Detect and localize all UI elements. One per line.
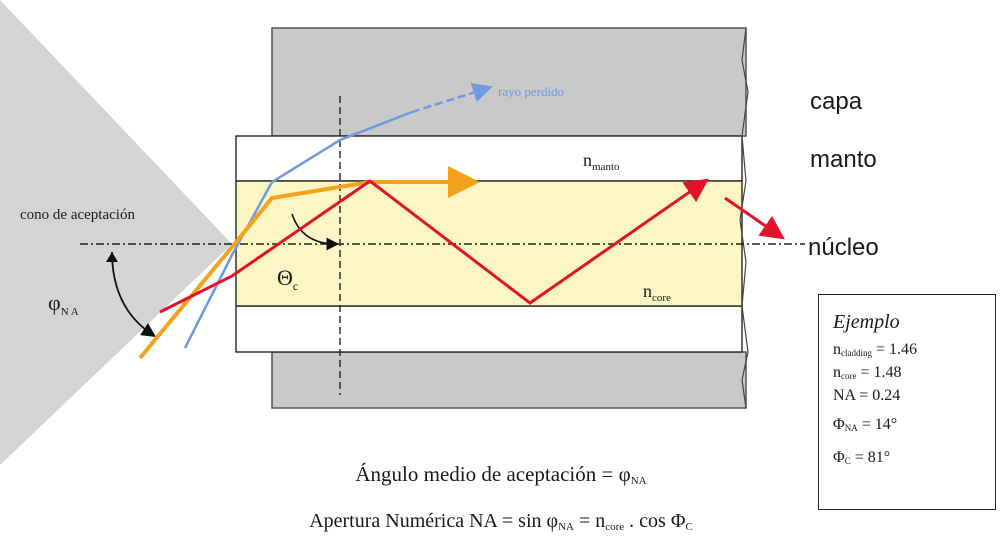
acceptance-angle-arc-head <box>106 252 118 262</box>
example-phi-na: ΦNA = 14° <box>833 416 898 433</box>
label-capa: capa <box>810 88 863 115</box>
example-n-core: ncore = 1.48 <box>833 364 902 381</box>
label-theta-c: Θc <box>277 265 298 293</box>
label-nucleo: núcleo <box>808 234 879 261</box>
break-line <box>739 27 749 409</box>
label-phi-na: φN A <box>48 290 79 318</box>
ray-orange <box>138 166 480 360</box>
label-n-manto: nmanto <box>583 150 620 173</box>
manto-bottom <box>235 305 743 353</box>
example-box: Ejemplo ncladding = 1.46 ncore = 1.48 NA… <box>818 294 996 510</box>
acceptance-angle-arc <box>111 251 157 337</box>
ray-lost <box>183 110 413 349</box>
example-title: Ejemplo <box>833 311 900 333</box>
example-n-cladding: ncladding = 1.46 <box>833 341 918 358</box>
caption-numerical-aperture: Apertura Numérica NA = sin φNA = ncore .… <box>309 510 693 533</box>
ray-lost-dashed <box>411 82 493 114</box>
cladding-bottom <box>271 351 747 409</box>
label-cono: cono de aceptación <box>20 207 135 223</box>
label-manto: manto <box>810 146 877 173</box>
example-phi-c: ΦC = 81° <box>833 449 891 466</box>
critical-angle-arc <box>291 213 340 251</box>
cladding-top <box>271 27 747 137</box>
ray-guided <box>159 178 709 314</box>
caption-acceptance-angle: Ángulo medio de aceptación = φNA <box>355 462 647 487</box>
label-rayo-perdido: rayo perdido <box>498 84 564 99</box>
ray-guided-exit <box>724 196 785 240</box>
acceptance-cone <box>0 0 232 465</box>
example-na: NA = 0.24 <box>833 387 901 404</box>
label-n-core: ncore <box>643 281 671 304</box>
